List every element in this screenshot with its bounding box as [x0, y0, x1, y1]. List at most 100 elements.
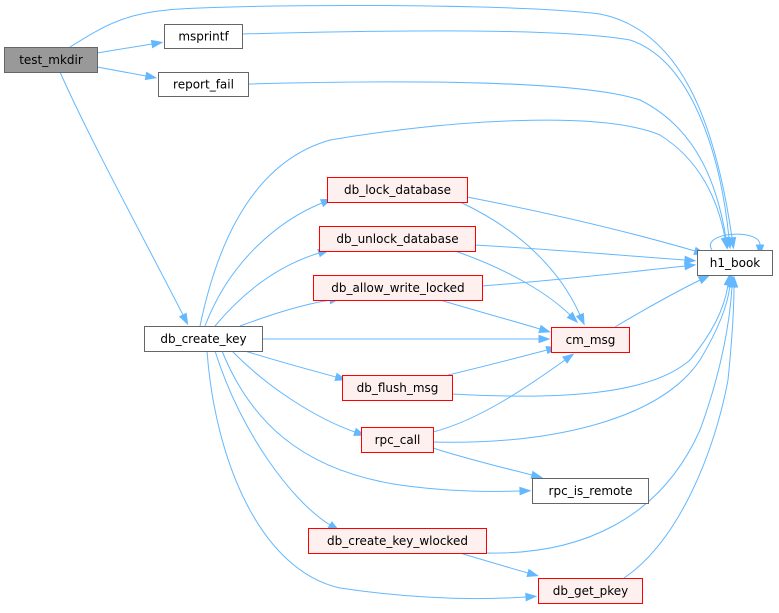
edge-db_create_key-to-cm_msg: [262, 334, 551, 344]
edge-db_get_pkey-to-h1_book: [623, 275, 739, 579]
node-box[interactable]: [551, 327, 630, 353]
edge-test_mkdir-to-report_fail: [96, 66, 158, 81]
edge-line: [474, 244, 686, 261]
node-label: rpc_call: [375, 433, 421, 447]
edge-line: [432, 284, 731, 443]
nodes-layer: test_mkdir msprintf report_fail db_create_k…: [4, 24, 773, 604]
edge-line: [239, 299, 331, 327]
node-box[interactable]: [361, 427, 434, 453]
edge-line: [206, 350, 527, 600]
node-box[interactable]: [697, 250, 773, 276]
node-box[interactable]: [144, 326, 263, 352]
node-label: cm_msg: [566, 333, 616, 347]
node-label: db_create_key_wlocked: [327, 534, 468, 548]
arrowhead-icon: [720, 236, 730, 250]
node-box[interactable]: [327, 177, 468, 203]
edge-line: [69, 5, 733, 239]
edge-line: [241, 30, 730, 239]
node-cm_msg[interactable]: cm_msg: [551, 327, 630, 353]
node-db_get_pkey[interactable]: db_get_pkey: [538, 578, 643, 604]
node-db_unlock_database[interactable]: db_unlock_database: [319, 226, 476, 252]
edge-line: [439, 299, 541, 330]
node-label: test_mkdir: [19, 53, 83, 67]
arrowhead-icon: [538, 324, 551, 333]
edge-db_flush_msg-to-cm_msg: [447, 345, 559, 376]
edge-msprintf-to-h1_book: [241, 30, 734, 250]
node-label: db_create_key: [160, 332, 246, 346]
edge-line: [466, 196, 696, 252]
node-rpc_call[interactable]: rpc_call: [361, 427, 434, 453]
node-label: db_flush_msg: [357, 381, 439, 395]
edge-report_fail-to-h1_book: [247, 81, 731, 250]
node-h1_book[interactable]: h1_book: [697, 250, 773, 276]
edge-line: [199, 119, 726, 327]
arrowhead-icon: [519, 486, 532, 496]
edge-line: [204, 202, 323, 327]
node-label: db_lock_database: [344, 183, 451, 197]
node-label: db_unlock_database: [336, 232, 458, 246]
edge-db_create_key-to-rpc_is_remote: [221, 350, 532, 496]
edge-db_create_key_wlocked-to-h1_book: [485, 275, 737, 554]
edge-line: [247, 81, 727, 239]
node-rpc_is_remote[interactable]: rpc_is_remote: [532, 478, 649, 504]
node-label: msprintf: [178, 30, 229, 44]
edge-line: [614, 279, 701, 328]
node-db_create_key[interactable]: db_create_key: [144, 326, 263, 352]
edge-line: [709, 233, 761, 251]
edge-cm_msg-to-h1_book: [614, 274, 711, 328]
node-box[interactable]: [532, 478, 649, 504]
node-label: rpc_is_remote: [549, 484, 633, 498]
edge-db_create_key_wlocked-to-db_get_pkey: [459, 552, 540, 578]
edge-db_create_key-to-db_lock_database: [204, 198, 333, 327]
edge-line: [244, 350, 337, 378]
node-db_lock_database[interactable]: db_lock_database: [327, 177, 468, 203]
edge-line: [221, 350, 521, 492]
node-box[interactable]: [538, 578, 643, 604]
edge-line: [451, 284, 729, 397]
edge-db_lock_database-to-cm_msg: [459, 201, 585, 326]
edge-line: [485, 286, 733, 554]
edge-line: [231, 350, 356, 433]
edge-rpc_call-to-cm_msg: [432, 353, 575, 433]
node-box[interactable]: [313, 275, 483, 301]
arrowhead-icon: [144, 71, 158, 81]
edge-line: [623, 286, 735, 579]
node-box[interactable]: [164, 24, 243, 49]
edge-line: [214, 350, 331, 526]
arrowhead-icon: [526, 568, 540, 578]
edge-line: [432, 447, 533, 476]
arrowhead-icon: [566, 311, 579, 324]
node-label: report_fail: [173, 78, 234, 92]
edge-line: [432, 359, 566, 433]
node-db_allow_write_locked[interactable]: db_allow_write_locked: [313, 275, 483, 301]
edge-line: [59, 71, 184, 316]
arrowhead-icon: [178, 312, 189, 326]
node-db_create_key_wlocked[interactable]: db_create_key_wlocked: [308, 528, 487, 554]
arrowhead-icon: [538, 334, 551, 344]
edge-line: [481, 265, 686, 287]
edge-line: [96, 43, 153, 54]
arrowhead-icon: [150, 39, 164, 49]
arrowhead-icon: [525, 592, 538, 602]
node-test_mkdir[interactable]: test_mkdir: [4, 47, 98, 73]
edge-line: [459, 201, 581, 316]
edges-layer: [59, 5, 765, 602]
node-label: h1_book: [710, 256, 761, 270]
node-box[interactable]: [308, 528, 487, 554]
node-db_flush_msg[interactable]: db_flush_msg: [342, 375, 453, 401]
node-box[interactable]: [319, 226, 476, 252]
edge-db_create_key-to-db_create_key_wlocked: [214, 350, 340, 532]
edge-db_unlock_database-to-h1_book: [474, 244, 697, 265]
edge-test_mkdir-to-msprintf: [96, 39, 164, 54]
node-box[interactable]: [158, 72, 249, 97]
node-box[interactable]: [342, 375, 453, 401]
arrowhead-icon: [684, 255, 697, 265]
arrowhead-icon: [684, 261, 697, 271]
node-label: db_allow_write_locked: [331, 281, 464, 295]
arrowhead-icon: [562, 353, 575, 364]
node-msprintf[interactable]: msprintf: [164, 24, 243, 49]
arrowhead-icon: [697, 274, 711, 285]
node-report_fail[interactable]: report_fail: [158, 72, 249, 97]
node-box[interactable]: [4, 47, 98, 73]
arrowhead-icon: [530, 470, 544, 480]
